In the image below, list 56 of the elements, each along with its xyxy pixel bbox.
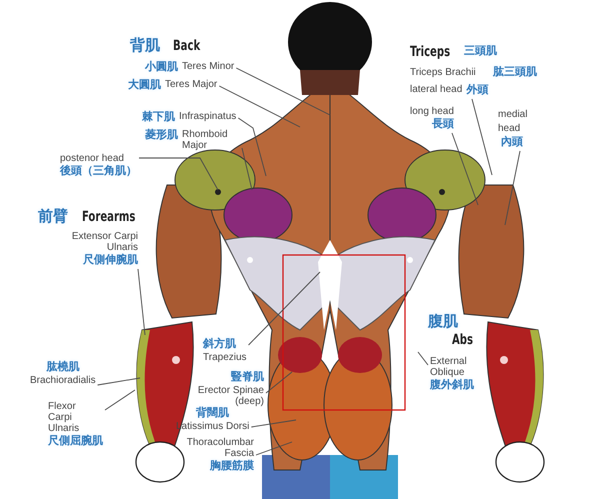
leader-line [218, 86, 300, 128]
muscle-name: Rhomboid Major [182, 129, 229, 151]
section-heading: Triceps [410, 44, 450, 60]
muscle-name-chinese: 斜方肌 [203, 338, 236, 351]
leader-line [236, 68, 330, 116]
muscle-name: External Oblique [430, 356, 468, 378]
section-heading: Back [173, 38, 200, 54]
muscle-name-chinese: 長頭 [432, 118, 454, 131]
muscle-name-chinese: 菱形肌 [145, 129, 178, 142]
muscle-name: Erector Spinae (deep) [198, 385, 264, 407]
muscle-name-chinese: 外頭 [466, 84, 488, 97]
muscle-name: Flexor Carpi Ulnaris [48, 401, 80, 434]
muscle-name: medial head [498, 109, 528, 134]
muscle-name: Teres Minor [182, 61, 234, 72]
leader-line [242, 148, 252, 190]
leader-line [104, 390, 136, 410]
muscle-name: long head [410, 106, 454, 117]
leader-line [250, 420, 296, 428]
muscle-name: Teres Major [165, 79, 218, 90]
section-heading: Forearms [82, 209, 136, 225]
muscle-name-chinese: 豎脊肌 [231, 371, 264, 384]
muscle-name-chinese: 小圓肌 [145, 61, 178, 74]
section-heading: 前臂 [38, 207, 68, 226]
muscle-name-chinese: 胸腰筋膜 [210, 460, 254, 473]
muscle-name: Extensor Carpi Ulnaris [70, 231, 138, 253]
muscle-name: lateral head [410, 84, 462, 95]
muscle-name: Infraspinatus [179, 111, 236, 122]
section-heading: Abs [452, 332, 474, 348]
muscle-name-chinese: 後頭（三角肌） [60, 165, 137, 178]
leader-line [138, 158, 218, 190]
muscle-name: postenor head [60, 153, 124, 164]
muscle-name-chinese: 棘下肌 [142, 111, 175, 124]
section-heading: 背肌 [130, 36, 160, 55]
leader-line [452, 132, 478, 206]
muscle-name: Brachioradialis [30, 375, 96, 386]
muscle-name: 三頭肌 [464, 45, 497, 58]
leader-line [248, 272, 320, 346]
leader-line [256, 442, 292, 456]
muscle-name: 肱三頭肌 [493, 66, 537, 79]
muscle-name: Triceps Brachii [410, 67, 476, 78]
leader-line [472, 98, 492, 176]
leader-line [504, 150, 520, 226]
leader-line [138, 268, 146, 336]
muscle-name-chinese: 背闊肌 [196, 407, 230, 420]
muscle-name-chinese: 肱橈肌 [46, 361, 80, 374]
muscle-name-chinese: 尺側伸腕肌 [83, 254, 138, 267]
muscle-name-chinese: 內頭 [501, 136, 523, 148]
muscle-name-chinese: 大圓肌 [128, 79, 161, 92]
muscle-name-chinese: 尺側屈腕肌 [48, 435, 103, 448]
leader-line [418, 352, 428, 366]
leader-line [97, 378, 140, 386]
muscle-name-chinese: 腹外斜肌 [430, 379, 474, 392]
section-heading: 腹肌 [428, 312, 458, 331]
muscle-name: Trapezius [203, 352, 247, 363]
leader-line [238, 118, 266, 176]
muscle-name: Thoracolumbar Fascia [186, 437, 254, 459]
